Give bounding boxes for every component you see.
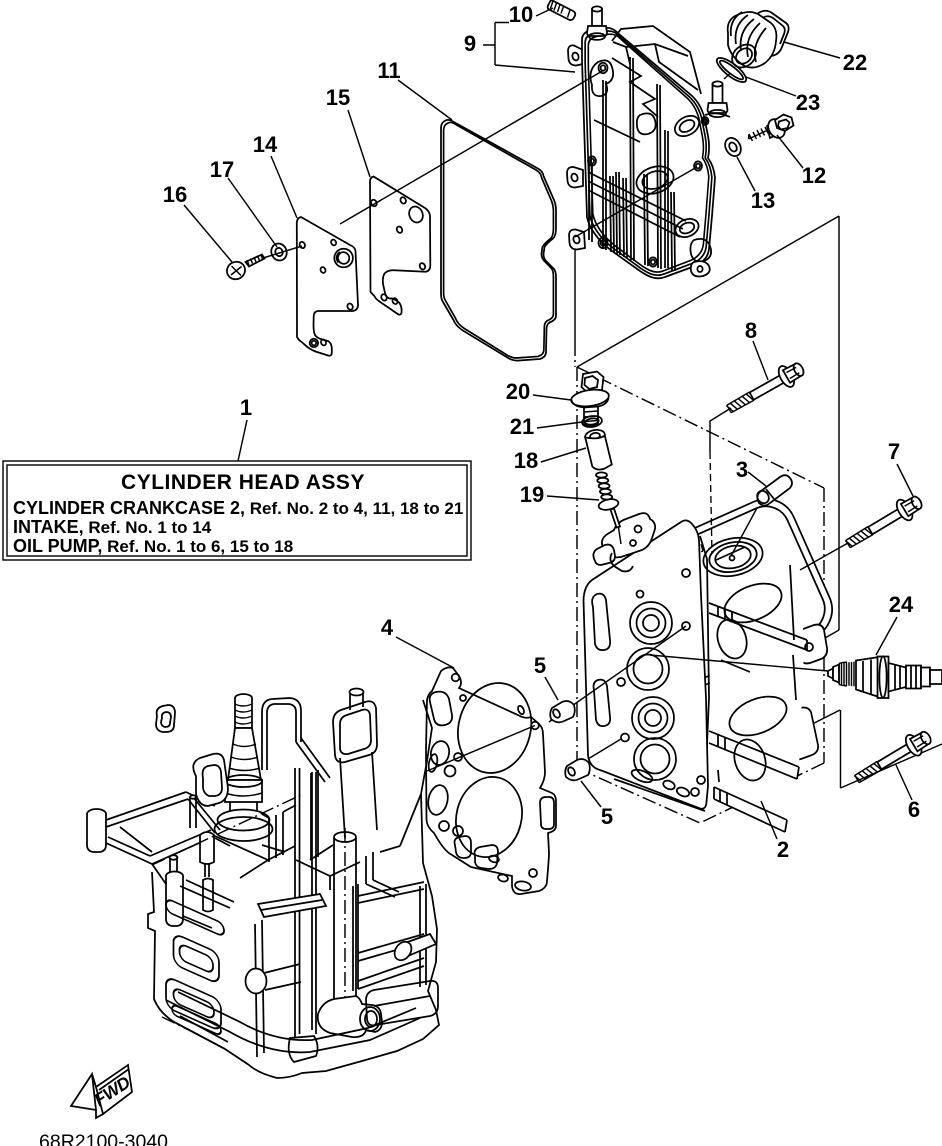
svg-text:9: 9 xyxy=(464,31,476,56)
svg-text:7: 7 xyxy=(888,439,900,464)
svg-text:13: 13 xyxy=(751,188,775,213)
svg-text:2: 2 xyxy=(777,837,789,862)
svg-text:17: 17 xyxy=(210,157,234,182)
svg-text:22: 22 xyxy=(843,50,867,75)
svg-text:23: 23 xyxy=(796,90,820,115)
svg-text:15: 15 xyxy=(326,85,350,110)
svg-text:4: 4 xyxy=(381,615,394,640)
svg-text:21: 21 xyxy=(510,414,534,439)
svg-text:5: 5 xyxy=(601,804,613,829)
svg-text:3: 3 xyxy=(736,457,748,482)
svg-text:6: 6 xyxy=(908,797,920,822)
svg-text:5: 5 xyxy=(534,653,546,678)
svg-text:19: 19 xyxy=(520,482,544,507)
svg-text:12: 12 xyxy=(802,163,826,188)
svg-text:11: 11 xyxy=(377,58,400,83)
svg-text:68R2100-3040: 68R2100-3040 xyxy=(39,1131,168,1146)
svg-text:20: 20 xyxy=(506,379,530,404)
svg-text:24: 24 xyxy=(889,592,914,617)
svg-text:CYLINDER CRANKCASE 2, Ref. No.: CYLINDER CRANKCASE 2, Ref. No. 2 to 4, 1… xyxy=(13,498,463,518)
svg-text:CYLINDER HEAD ASSY: CYLINDER HEAD ASSY xyxy=(121,471,365,494)
svg-text:INTAKE, Ref. No. 1 to 14: INTAKE, Ref. No. 1 to 14 xyxy=(13,517,212,537)
svg-text:14: 14 xyxy=(253,132,278,157)
svg-text:18: 18 xyxy=(514,448,538,473)
svg-text:OIL PUMP, Ref. No. 1 to 6, 15: OIL PUMP, Ref. No. 1 to 6, 15 to 18 xyxy=(13,536,293,556)
svg-text:1: 1 xyxy=(240,395,252,420)
svg-text:8: 8 xyxy=(745,318,757,343)
svg-text:10: 10 xyxy=(509,2,533,27)
svg-text:16: 16 xyxy=(163,182,187,207)
